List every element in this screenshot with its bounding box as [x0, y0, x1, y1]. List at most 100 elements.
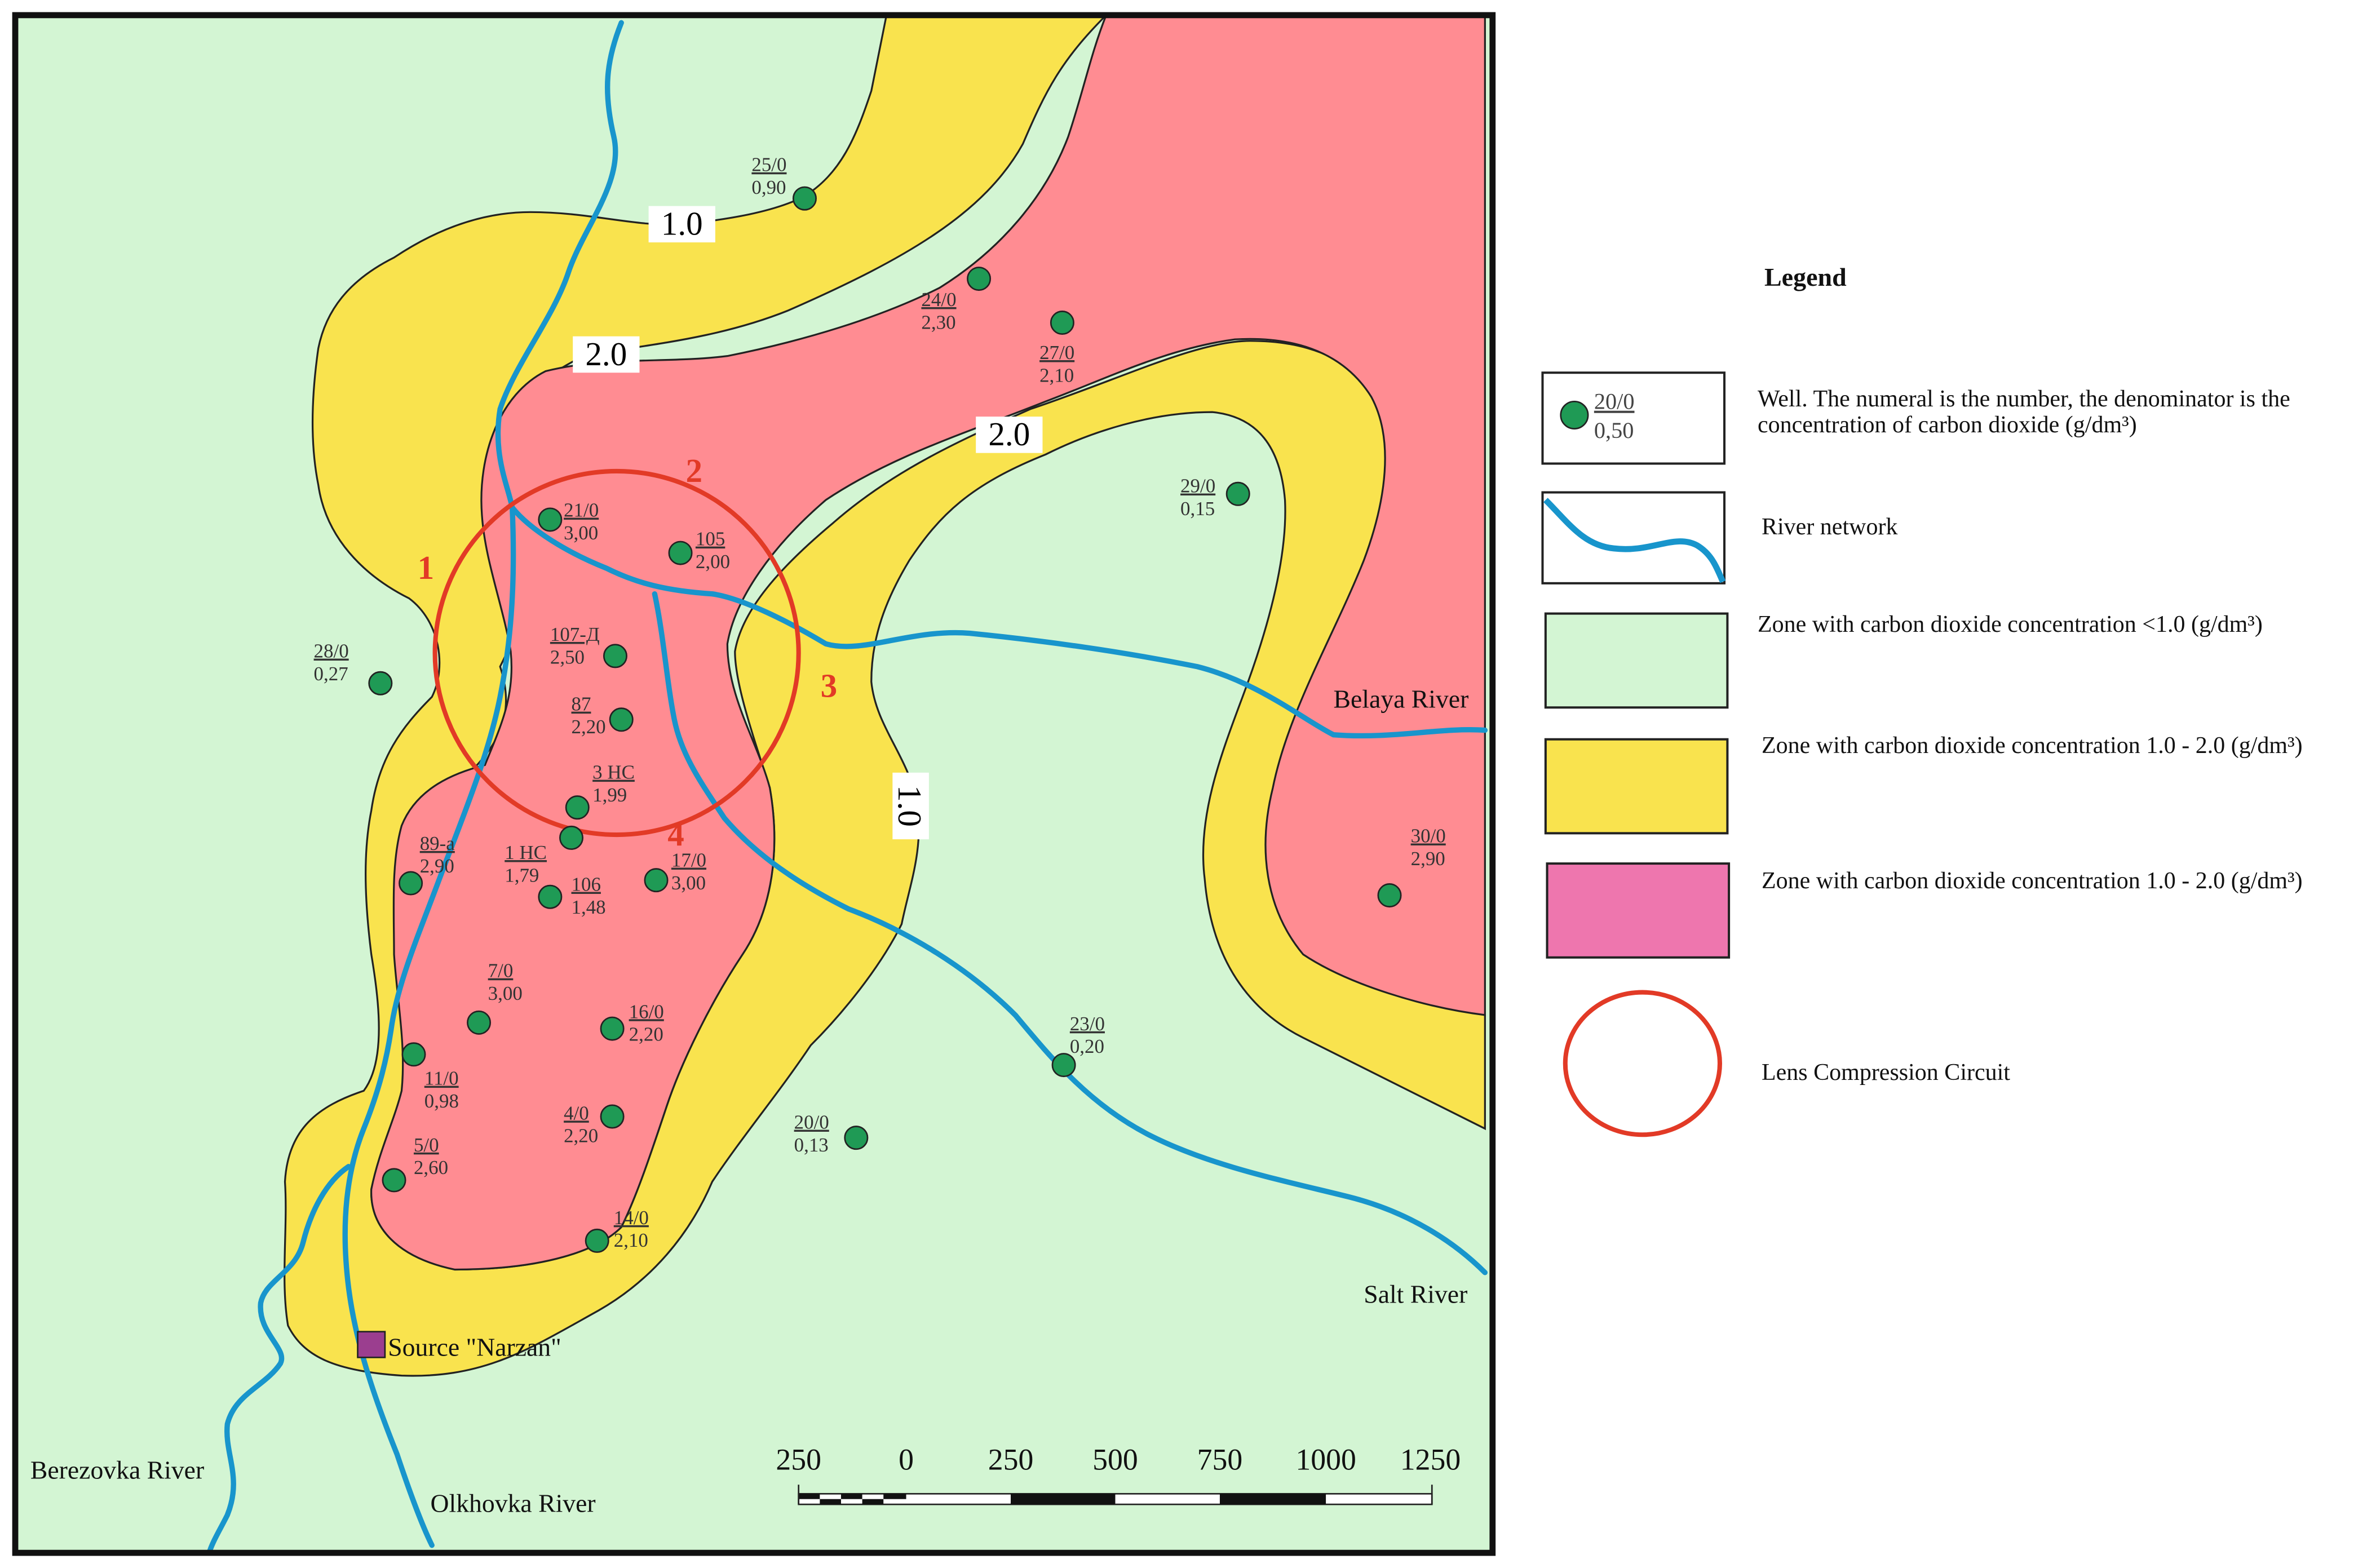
legend-river-text: River network	[1762, 514, 1898, 540]
area-number: 4	[667, 816, 684, 853]
well-icon	[1050, 311, 1074, 335]
well-number: 5/0	[414, 1134, 439, 1156]
well-concentration: 3,00	[564, 522, 598, 544]
area-number: 3	[821, 667, 838, 704]
well-icon	[538, 884, 563, 909]
well-icon	[1051, 1053, 1076, 1078]
scale-bar: 250 0 250 500 750 1000 1250	[776, 1442, 1461, 1505]
scale-tick-label: 1000	[1295, 1442, 1356, 1476]
well-marker: 25/00,90	[751, 154, 817, 211]
well-icon	[585, 1228, 609, 1253]
scale-tick-label: 750	[1197, 1442, 1243, 1476]
well-number: 4/0	[564, 1102, 589, 1124]
well-icon	[967, 267, 992, 291]
well-concentration: 2,20	[572, 716, 606, 738]
well-number: 21/0	[564, 499, 599, 521]
well-marker: 14/02,10	[585, 1207, 649, 1253]
well-marker: 89-а2,90	[399, 832, 455, 896]
well-marker: 24/02,30	[921, 267, 992, 333]
well-number: 23/0	[1070, 1013, 1105, 1035]
area-number: 2	[685, 452, 702, 489]
area-number: 1	[418, 549, 435, 586]
well-concentration: 1,99	[592, 784, 627, 806]
river-label: Belaya River	[1334, 684, 1469, 713]
legend-well-icon	[1560, 400, 1589, 430]
well-icon	[565, 795, 590, 820]
well-number: 89-а	[420, 832, 455, 854]
well-icon	[609, 707, 634, 732]
well-number: 107-Д	[550, 623, 600, 645]
well-concentration: 2,60	[414, 1157, 448, 1179]
well-number: 28/0	[314, 640, 349, 662]
river-olkhovka	[342, 504, 516, 1548]
well-concentration: 2,00	[696, 551, 730, 573]
well-icon	[401, 1042, 426, 1067]
legend-zone-low-text: Zone with carbon dioxide concentration <…	[1758, 612, 2263, 637]
legend-river-box	[1541, 491, 1726, 584]
legend-zone-mid-swatch	[1544, 738, 1729, 835]
well-icon	[382, 1168, 406, 1193]
well-marker: 27/02,10	[1039, 311, 1074, 386]
legend-well-text-line2: concentration of carbon dioxide (g/dm³)	[1758, 412, 2137, 438]
well-concentration: 0,13	[794, 1134, 829, 1156]
well-marker: 5/02,60	[382, 1134, 448, 1193]
well-marker: 28/00,27	[314, 640, 393, 696]
well-concentration: 0,15	[1180, 498, 1215, 520]
well-concentration: 2,10	[1039, 364, 1074, 386]
isoline-label: 1.0	[891, 785, 928, 827]
well-number: 17/0	[671, 849, 706, 871]
isoline-label: 2.0	[988, 415, 1030, 453]
well-icon	[559, 825, 584, 850]
well-concentration: 0,90	[751, 176, 786, 198]
scale-tick-label: 0	[899, 1442, 914, 1476]
isoline-label: 2.0	[585, 335, 627, 373]
well-marker: 1 НС1,79	[505, 825, 584, 886]
well-marker: 107-Д2,50	[550, 623, 627, 668]
river-main-channel	[495, 20, 1488, 739]
well-concentration: 2,50	[550, 646, 585, 668]
well-concentration: 2,90	[1411, 848, 1445, 870]
legend-well-text: Well. The numeral is the number, the den…	[1758, 386, 2355, 438]
well-number: 27/0	[1039, 342, 1074, 364]
well-concentration: 0,20	[1070, 1035, 1104, 1057]
well-concentration: 2,90	[420, 855, 454, 877]
well-concentration: 1,79	[505, 864, 539, 886]
well-number: 25/0	[751, 154, 786, 176]
well-icon	[399, 871, 423, 896]
legend-well-concentration: 0,50	[1594, 418, 1634, 443]
legend-zone-mid-text: Zone with carbon dioxide concentration 1…	[1762, 733, 2303, 759]
legend-zone-low-swatch	[1544, 612, 1729, 709]
well-concentration: 0,98	[424, 1090, 459, 1112]
river-label: Olkhovka River	[431, 1489, 596, 1518]
well-icon	[538, 507, 563, 532]
well-concentration: 2,20	[564, 1125, 598, 1147]
well-marker: 3 НС1,99	[565, 761, 635, 820]
well-marker: 23/00,20	[1051, 1013, 1105, 1078]
river-berezovka	[206, 1163, 352, 1556]
well-icon	[368, 671, 393, 696]
wells-layer: 25/00,9024/02,3027/02,1029/00,1521/03,00…	[314, 154, 1446, 1253]
well-marker: 7/03,00	[467, 960, 523, 1035]
well-number: 1 НС	[505, 841, 547, 863]
well-icon	[600, 1104, 625, 1129]
well-number: 30/0	[1411, 825, 1446, 847]
river-central-branch	[652, 591, 1488, 1275]
source-narzan-marker	[357, 1331, 386, 1358]
well-number: 16/0	[629, 1000, 664, 1022]
well-icon	[644, 868, 669, 893]
well-icon	[467, 1010, 492, 1035]
isoline-label: 1.0	[661, 205, 703, 242]
well-icon	[1225, 481, 1250, 506]
legend-zone-high-swatch	[1546, 862, 1731, 959]
well-icon	[844, 1126, 869, 1150]
source-narzan-label: Source "Narzan"	[388, 1333, 561, 1362]
legend-circuit-icon	[1563, 990, 1722, 1137]
well-number: 11/0	[424, 1068, 459, 1089]
well-number: 106	[572, 873, 601, 895]
legend-zone-high-text: Zone with carbon dioxide concentration 1…	[1762, 868, 2303, 894]
well-number: 87	[572, 693, 591, 715]
legend-graphics: 20/0 0,50	[1541, 371, 1731, 1137]
legend-well-text-line1: Well. The numeral is the number, the den…	[1758, 386, 2290, 412]
zone-high-core	[370, 14, 1486, 1271]
